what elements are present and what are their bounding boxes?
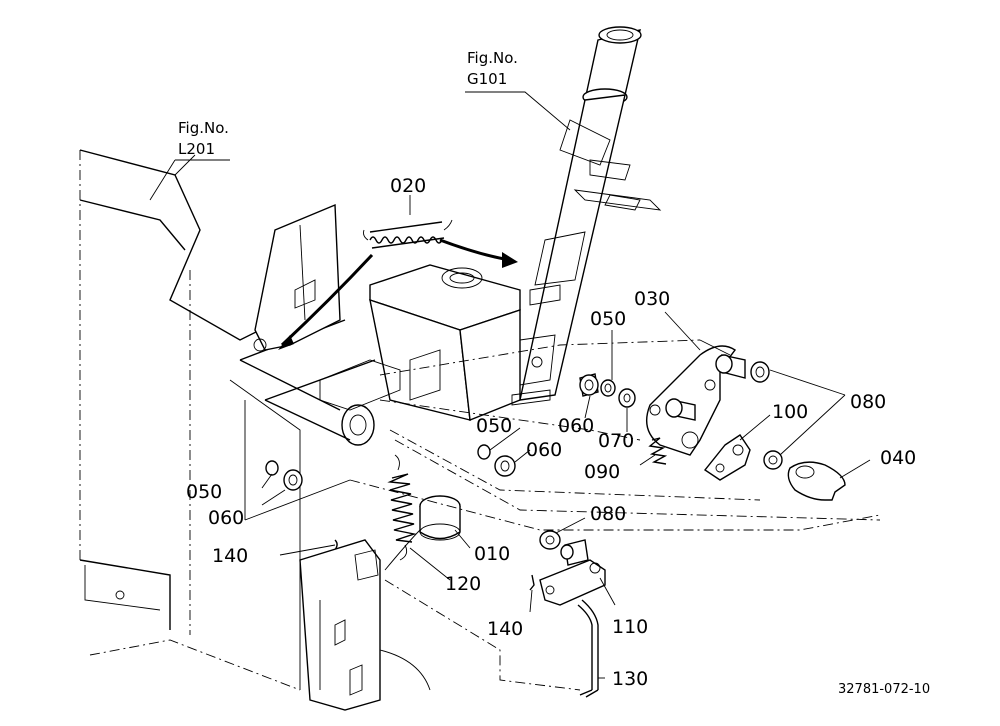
callout-140-right: 140 (487, 618, 523, 640)
fig-ref-g101-code: G101 (467, 70, 507, 88)
spring-090 (648, 437, 668, 465)
callout-140-left: 140 (212, 545, 248, 567)
callout-080-lower: 080 (590, 503, 626, 525)
callout-110: 110 (612, 616, 648, 638)
callout-100: 100 (772, 401, 808, 423)
spring-120 (387, 454, 417, 561)
cam-040 (787, 461, 846, 501)
fig-ref-l201-prefix: Fig.No. (178, 119, 229, 137)
clip-140-right (529, 574, 535, 591)
rod-130 (577, 599, 599, 698)
callout-050-left: 050 (186, 481, 222, 503)
callout-030: 030 (634, 288, 670, 310)
callout-060-right: 060 (558, 415, 594, 437)
collar-050-left (265, 460, 279, 476)
bushing-060-right (579, 373, 599, 397)
bushing-060-left (283, 469, 303, 491)
callout-060-mid: 060 (526, 439, 562, 461)
callout-130: 130 (612, 668, 648, 690)
washer-080-upper (750, 361, 770, 383)
callout-020: 020 (390, 175, 426, 197)
callout-120: 120 (445, 573, 481, 595)
plate-100 (703, 434, 751, 481)
callout-080-right: 080 (850, 391, 886, 413)
lower-plate (299, 539, 431, 711)
callout-040: 040 (880, 447, 916, 469)
callout-010: 010 (474, 543, 510, 565)
reference-lines (349, 339, 881, 691)
callout-060-left: 060 (208, 507, 244, 529)
assembly-arrows (278, 238, 518, 571)
spring-020 (363, 219, 453, 249)
callout-050-right: 050 (590, 308, 626, 330)
fig-ref-l201-code: L201 (178, 140, 215, 158)
callout-090: 090 (584, 461, 620, 483)
leader-lines (149, 91, 871, 679)
collar-050-mid (477, 444, 491, 460)
plate-030 (646, 345, 746, 456)
drawing-number: 32781-072-10 (838, 682, 930, 697)
lever-110 (539, 539, 606, 606)
fig-ref-g101-prefix: Fig.No. (467, 49, 518, 67)
callout-070: 070 (598, 430, 634, 452)
frame-body (79, 149, 351, 691)
washer-080-lower (539, 530, 561, 550)
bushing-060-mid (494, 455, 516, 477)
washer-070 (618, 388, 636, 408)
callout-050-mid: 050 (476, 415, 512, 437)
center-bracket (319, 264, 521, 421)
collar-050-right (600, 379, 616, 397)
washer-080-middle (763, 450, 783, 470)
steering-column (511, 26, 662, 406)
cap-010 (419, 495, 461, 541)
